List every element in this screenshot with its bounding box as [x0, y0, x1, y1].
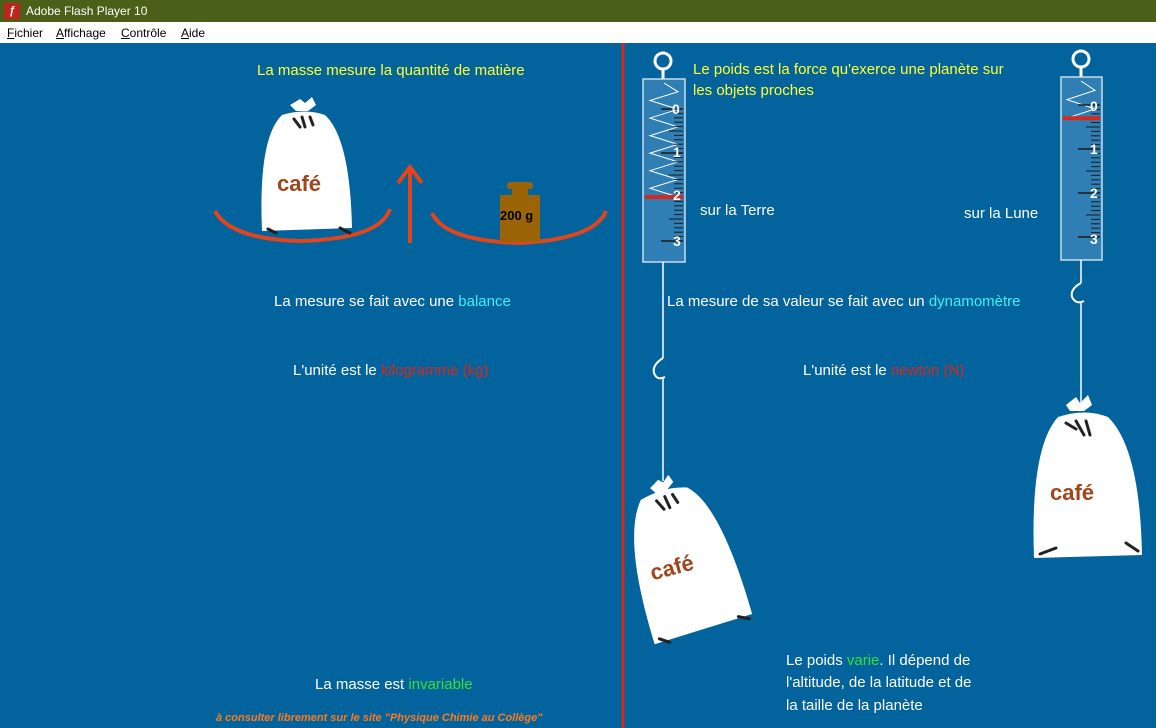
mass-tool-name: balance	[458, 293, 511, 310]
bag-label-moon: café	[1050, 480, 1095, 505]
weight-varies-line3: la taille de la planète	[786, 697, 923, 714]
balance-left-pan	[213, 208, 392, 244]
earth-scale-tick: 2	[673, 187, 681, 203]
moon-scale-tick: 1	[1090, 141, 1098, 157]
flash-icon: ƒ	[4, 3, 20, 19]
weight-varies-line1: Le poids varie. Il dépend de	[786, 652, 970, 669]
mass-unit-line: L'unité est le kilogramme (kg)	[293, 362, 488, 379]
footer-credit: à consulter librement sur le site "Physi…	[216, 712, 543, 724]
flash-stage: La masse mesure la quantité de matière c…	[0, 43, 1156, 728]
weight-tool-line: La mesure de sa valeur se fait avec un d…	[667, 293, 1021, 310]
earth-scale-tick: 1	[673, 144, 681, 160]
title-bar: ƒ Adobe Flash Player 10	[0, 0, 1156, 22]
mass-unit-prefix: L'unité est le	[293, 362, 381, 379]
mass-heading: La masse mesure la quantité de matière	[257, 62, 525, 79]
weight-unit-line: L'unité est le newton (N)	[803, 362, 964, 379]
weight-tool-prefix: La mesure de sa valeur se fait avec un	[667, 293, 929, 310]
coffee-bag-balance	[261, 97, 352, 235]
balance-right-pan	[430, 210, 608, 246]
weight-heading-line2: les objets proches	[693, 82, 814, 99]
moon-scale-tick: 3	[1090, 231, 1098, 247]
earth-scale-tick: 3	[673, 233, 681, 249]
menu-bar: Fichier Affichage Contrôle Aide	[0, 22, 1156, 43]
mass-tool-prefix: La mesure se fait avec une	[274, 293, 459, 310]
up-arrow-icon	[396, 163, 424, 243]
weight-heading-line1: Le poids est la force qu'exerce une plan…	[693, 61, 1004, 78]
coffee-bag-earth	[634, 474, 753, 645]
varies-suffix: . Il dépend de	[879, 652, 971, 669]
earth-label: sur la Terre	[700, 202, 775, 219]
coffee-bag-moon	[1033, 395, 1142, 558]
mass-unit-name: kilogramme (kg)	[380, 362, 489, 379]
invariable-word: invariable	[408, 676, 473, 693]
varies-prefix: Le poids	[786, 652, 847, 669]
bag-label-balance: café	[277, 171, 322, 196]
menu-fichier[interactable]: Fichier	[7, 26, 44, 40]
menu-controle[interactable]: Contrôle	[121, 26, 167, 40]
menu-aide[interactable]: Aide	[181, 26, 206, 40]
varies-word: varie	[846, 652, 880, 669]
moon-label: sur la Lune	[964, 205, 1039, 222]
weight-unit-prefix: L'unité est le	[803, 362, 891, 379]
weight-label: 200 g	[500, 208, 534, 223]
moon-scale-tick: 0	[1090, 98, 1098, 114]
window-title: Adobe Flash Player 10	[26, 4, 148, 18]
weight-varies-line2: l'altitude, de la latitude et de	[786, 674, 972, 691]
menu-affichage[interactable]: Affichage	[56, 26, 106, 40]
mass-tool-line: La mesure se fait avec une balance	[274, 293, 511, 310]
earth-scale-tick: 0	[672, 101, 680, 117]
mass-invariable-line: La masse est invariable	[315, 676, 473, 693]
invariable-prefix: La masse est	[315, 676, 409, 693]
dynamometer-earth	[642, 51, 686, 481]
illustration-canvas	[213, 43, 1142, 728]
weight-unit-name: newton (N)	[890, 362, 965, 379]
dynamometer-moon	[1060, 49, 1103, 403]
weight-tool-name: dynamomètre	[928, 293, 1021, 310]
weight-200g	[500, 182, 540, 242]
moon-scale-tick: 2	[1090, 185, 1098, 201]
